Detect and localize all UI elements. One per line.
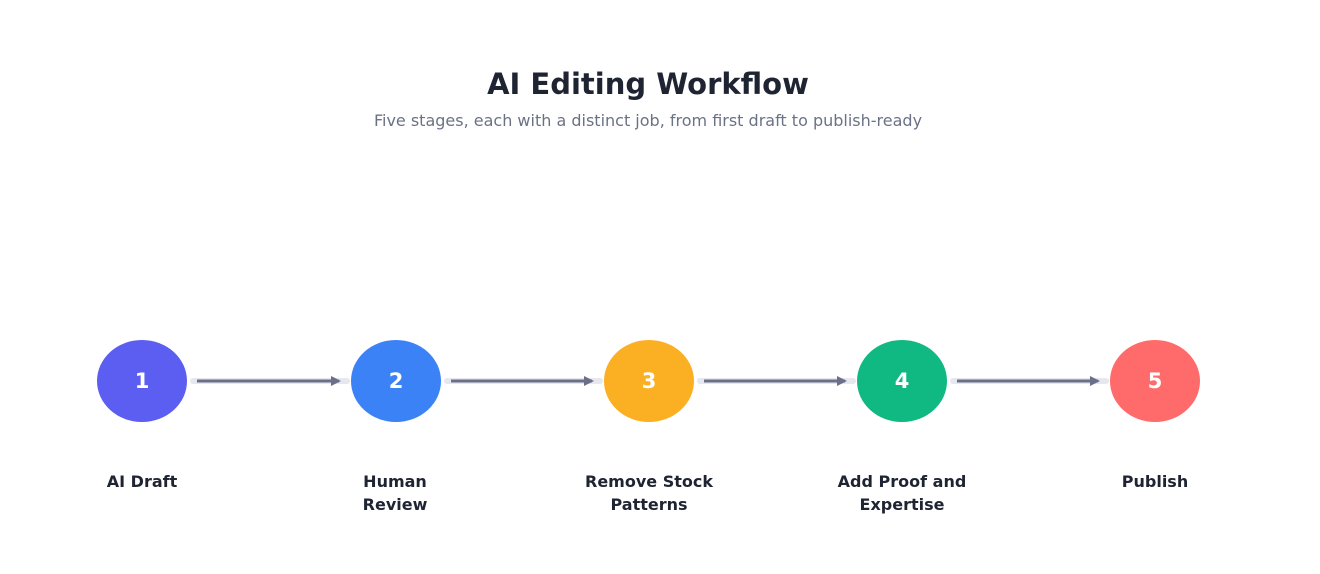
step-number: 4 bbox=[894, 369, 910, 393]
step-label-5: Publish bbox=[1121, 472, 1189, 491]
step-label-4: Add Proof and Expertise bbox=[837, 472, 967, 514]
step-label-3: Remove Stock Patterns bbox=[585, 472, 713, 514]
step-number: 1 bbox=[134, 369, 150, 393]
step-number: 5 bbox=[1147, 369, 1163, 393]
step-number: 3 bbox=[641, 369, 657, 393]
step-node-1: 1 bbox=[97, 340, 187, 422]
step-label-2: Human Review bbox=[362, 472, 428, 514]
step-node-4: 4 bbox=[857, 340, 947, 422]
diagram-title: AI Editing Workflow bbox=[487, 67, 809, 101]
step-node-5: 5 bbox=[1110, 340, 1200, 422]
step-number: 2 bbox=[388, 369, 404, 393]
diagram-header: AI Editing Workflow Five stages, each wi… bbox=[0, 64, 1296, 132]
step-node-3: 3 bbox=[604, 340, 694, 422]
diagram-subtitle: Five stages, each with a distinct job, f… bbox=[373, 111, 923, 130]
step-node-2: 2 bbox=[351, 340, 441, 422]
step-label-1: AI Draft bbox=[106, 472, 178, 491]
